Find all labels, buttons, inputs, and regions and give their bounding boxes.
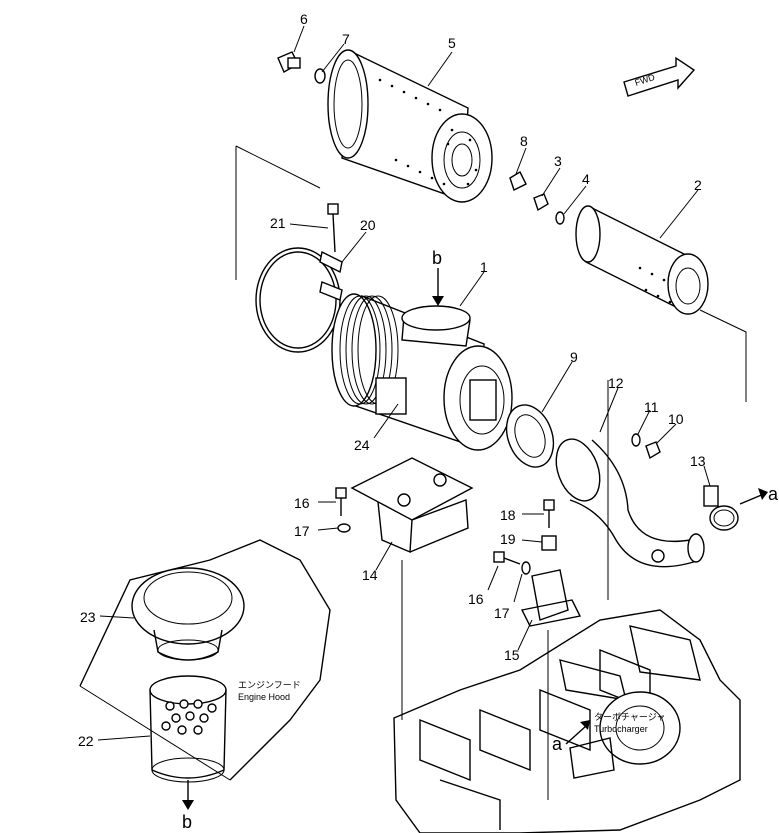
washer-17-left xyxy=(337,523,351,533)
callout-19: 19 xyxy=(500,531,516,547)
leader-bracket xyxy=(699,309,747,402)
spacer-19 xyxy=(541,535,557,551)
turbocharger-note: ターボチャージャ Turbocharger xyxy=(594,712,665,734)
turbocharger-jp: ターボチャージャ xyxy=(594,712,665,722)
elbow-pipe-12 xyxy=(555,438,705,568)
ref-b-bottom: b xyxy=(182,812,192,832)
rain-cap-23 xyxy=(131,567,245,661)
leader-lines xyxy=(97,25,711,741)
nut-10 xyxy=(645,441,661,460)
callout-16-left: 16 xyxy=(294,495,310,511)
callout-7: 7 xyxy=(342,31,350,47)
callout-9: 9 xyxy=(570,349,578,365)
inner-filter-element xyxy=(575,205,709,315)
clamp-band-20 xyxy=(255,247,343,353)
callout-3: 3 xyxy=(554,153,562,169)
callout-5: 5 xyxy=(448,35,456,51)
ref-arrow-a-turbo: a xyxy=(552,720,590,754)
forward-arrow: FWD xyxy=(623,56,696,97)
washer-7 xyxy=(314,68,326,84)
callout-17-left: 17 xyxy=(294,523,310,539)
bolt-18 xyxy=(543,499,555,528)
engine-hood-note: エンジンフード Engine Hood xyxy=(238,680,301,702)
callout-4: 4 xyxy=(582,171,590,187)
callout-2: 2 xyxy=(694,177,702,193)
ref-arrow-b-bottom: b xyxy=(182,780,194,832)
engine-block xyxy=(393,609,741,833)
callout-8: 8 xyxy=(520,133,528,149)
washer-17-right xyxy=(521,561,531,575)
clip-8 xyxy=(509,171,527,191)
callout-21: 21 xyxy=(270,215,286,231)
washer-4 xyxy=(555,211,565,225)
leader-bracket xyxy=(235,145,321,189)
callout-17-right: 17 xyxy=(494,605,510,621)
turbocharger-en: Turbocharger xyxy=(594,724,648,734)
callout-13: 13 xyxy=(690,453,706,469)
callout-12: 12 xyxy=(608,375,624,391)
callout-23: 23 xyxy=(80,609,96,625)
callout-11: 11 xyxy=(644,399,659,415)
ref-b-top: b xyxy=(432,248,442,268)
callout-18: 18 xyxy=(500,507,516,523)
callout-6: 6 xyxy=(300,11,308,27)
callout-1: 1 xyxy=(480,259,488,275)
callout-10: 10 xyxy=(668,411,684,427)
gasket-9 xyxy=(505,404,555,468)
callout-14: 14 xyxy=(362,567,378,583)
air-cleaner-body xyxy=(331,293,513,451)
bolt-16-left xyxy=(335,487,347,516)
ref-arrow-b-top: b xyxy=(432,248,444,306)
wing-nut xyxy=(277,51,301,73)
callout-20: 20 xyxy=(360,217,376,233)
callout-24: 24 xyxy=(354,437,370,453)
hose-clamp-13 xyxy=(703,485,739,531)
callout-16-right: 16 xyxy=(468,591,484,607)
ref-arrow-a-right: a xyxy=(739,484,779,505)
outer-filter-element xyxy=(327,49,493,203)
washer-11 xyxy=(631,433,641,447)
bolt-16-right xyxy=(493,551,521,565)
precleaner-22 xyxy=(149,675,227,783)
bracket-15 xyxy=(520,569,582,627)
engine-hood-en: Engine Hood xyxy=(238,692,290,702)
callout-15: 15 xyxy=(504,647,520,663)
callout-22: 22 xyxy=(78,733,94,749)
bracket-14 xyxy=(350,457,474,554)
nut-3 xyxy=(533,193,549,212)
callout-numbers: 6 7 5 8 3 4 2 1 21 20 24 9 12 11 10 13 1… xyxy=(78,11,706,749)
engine-hood-jp: エンジンフード xyxy=(238,680,301,690)
ref-a-right: a xyxy=(768,484,779,504)
bolt-21 xyxy=(327,203,339,253)
ref-a-turbo: a xyxy=(552,734,563,754)
